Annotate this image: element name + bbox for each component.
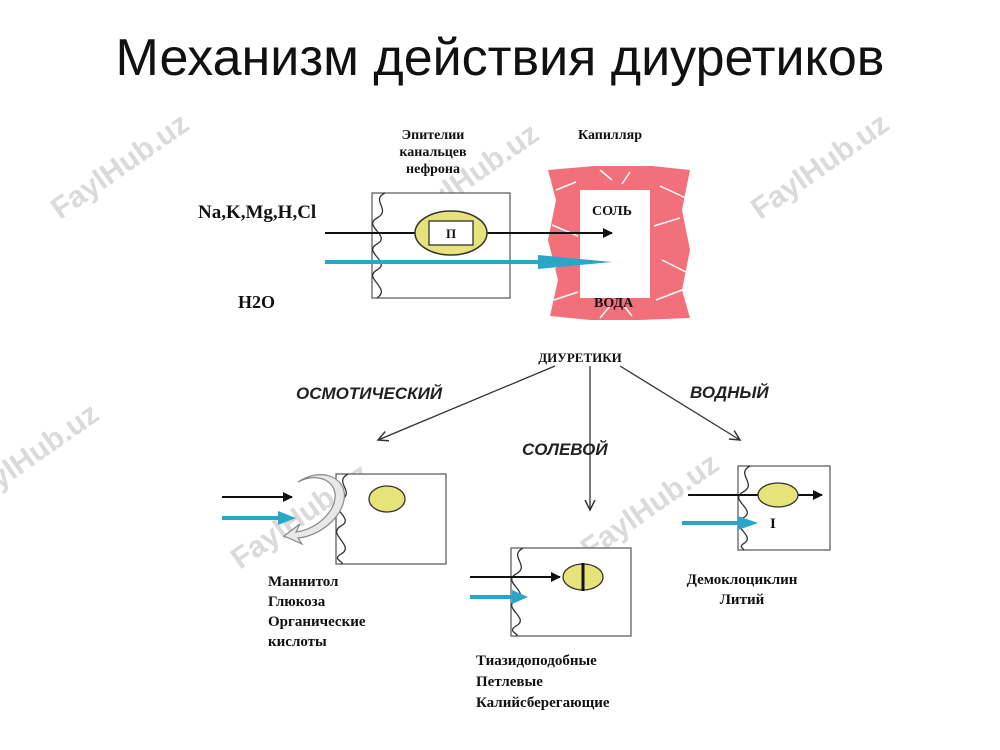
top-diagram: Эпителии канальцев нефрона Капилляр Na,K… — [198, 128, 690, 320]
water-label: H2O — [238, 292, 275, 312]
cell-membrane-villi — [372, 192, 386, 299]
salt-water-arrow-head — [512, 590, 528, 604]
water-cell-diagram: I Демоклоциклин Литий — [682, 465, 831, 608]
epithelium-label-line-1: Эпителии — [402, 128, 465, 143]
osmotic-cell-diagram: Маннитол Глюкоза Органические кислоты — [222, 473, 447, 650]
salt-label: СОЛЬ — [592, 204, 632, 219]
capillary-texture — [547, 169, 687, 319]
slide-title: Механизм действия диуретиков — [115, 29, 885, 87]
ions-label: Na,K,Mg,H,Cl — [198, 202, 316, 223]
epithelium-label-line-3: нефрона — [406, 162, 460, 177]
watermark-text: FaylHub.uz — [45, 107, 195, 226]
branch-osmotic-label: ОСМОТИЧЕСКИЙ — [296, 383, 443, 403]
arrow-to-water — [619, 365, 740, 440]
salt-cell-diagram: Тиазидоподобные Петлевые Калийсберегающи… — [470, 547, 632, 711]
watermark-text: FaylHub.uz — [0, 397, 105, 516]
water-water-arrow-head — [738, 516, 758, 530]
diuretics-tree: ДИУРЕТИКИ ОСМОТИЧЕСКИЙ СОЛЕВОЙ ВОДНЫЙ Ма… — [222, 350, 831, 711]
epithelium-label-line-2: канальцев — [399, 145, 467, 160]
capillary-label: Капилляр — [578, 128, 642, 143]
osmotic-drug-2: Глюкоза — [268, 594, 326, 610]
branch-water-label: ВОДНЫЙ — [690, 382, 769, 402]
pump-label: П — [446, 226, 456, 241]
water-cell — [737, 465, 831, 551]
watermark-text: FaylHub.uz — [745, 107, 895, 226]
water-drug-2: Литий — [720, 592, 765, 608]
water-drug-1: Демоклоциклин — [687, 572, 798, 588]
water-cell-nucleus — [757, 482, 799, 508]
salt-cell — [510, 547, 632, 637]
osmotic-drug-1: Маннитол — [268, 574, 339, 590]
salt-drug-2: Петлевые — [476, 674, 543, 690]
blocking-curved-arrow-icon — [282, 474, 345, 546]
capillary-lumen — [580, 190, 650, 298]
pump-box — [428, 220, 474, 246]
osmotic-drug-3: Органические — [268, 614, 366, 630]
osmotic-cell-villi — [336, 473, 349, 565]
salt-drug-1: Тиазидоподобные — [476, 653, 597, 669]
arrow-to-osmotic — [378, 365, 556, 440]
water-arrow-head — [538, 255, 612, 269]
branch-salt-label: СОЛЕВОЙ — [522, 439, 608, 459]
water-in-capillary-label: ВОДА — [594, 296, 634, 311]
osmotic-water-arrow-head — [278, 511, 296, 525]
salt-drug-3: Калийсберегающие — [476, 695, 610, 711]
osmotic-drug-4: кислоты — [268, 634, 327, 650]
osmotic-cell-nucleus — [368, 485, 406, 513]
diuretics-root-label: ДИУРЕТИКИ — [538, 350, 622, 365]
water-block-mark: I — [770, 516, 776, 532]
